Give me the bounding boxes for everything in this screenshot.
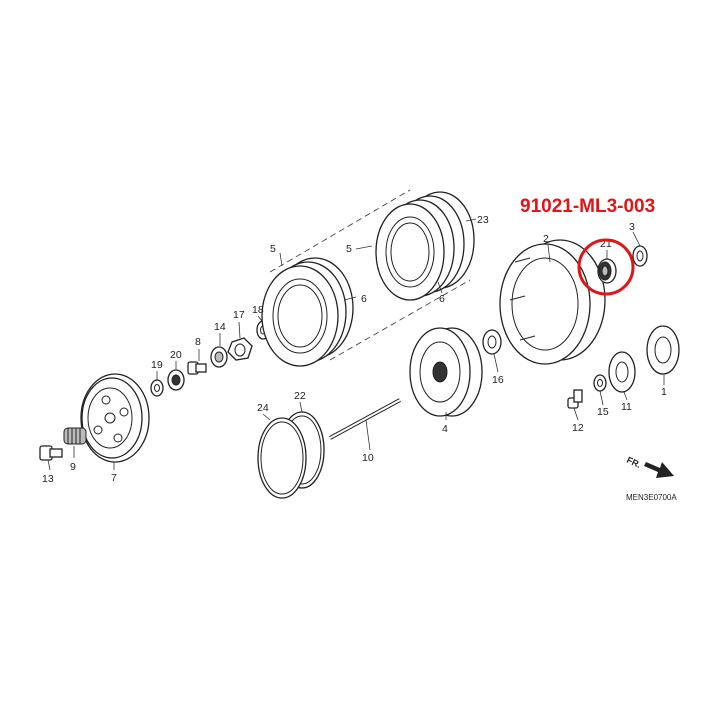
part-20-bearing[interactable] [167, 369, 185, 391]
callout-15: 15 [597, 406, 609, 418]
callout-2: 2 [543, 233, 549, 245]
front-direction-arrow-icon [644, 462, 674, 478]
callout-13: 13 [42, 473, 54, 485]
part-1-gear[interactable] [646, 325, 680, 375]
part-5-6-23-rear-plate-stack[interactable] [375, 191, 475, 301]
part-11-gear[interactable] [608, 351, 636, 393]
part-9-spring[interactable] [63, 427, 87, 445]
callout-5b: 5 [346, 243, 352, 255]
part-5-6-front-plate-stack[interactable] [261, 257, 354, 367]
plate-guide-lines [269, 189, 471, 361]
callout-18: 18 [252, 304, 264, 316]
callout-9: 9 [70, 461, 76, 473]
part-13-bolt[interactable] [39, 445, 63, 461]
callout-11: 11 [621, 401, 632, 413]
callout-22: 22 [294, 390, 306, 402]
part-21-needle-bearing[interactable] [597, 258, 617, 284]
callout-19: 19 [151, 359, 163, 371]
part-12-bolt[interactable] [567, 389, 583, 409]
callout-17: 17 [233, 309, 245, 321]
part-8-lifter-piece[interactable] [187, 361, 207, 375]
part-17-lock-nut[interactable] [227, 337, 253, 361]
part-3-collar[interactable] [632, 245, 648, 267]
callout-6a: 6 [361, 293, 367, 305]
part-16-thrust-washer[interactable] [482, 329, 502, 355]
callout-8: 8 [195, 336, 201, 348]
callout-3: 3 [629, 221, 635, 233]
callout-21: 21 [600, 238, 612, 250]
callout-1: 1 [661, 386, 667, 398]
callout-14: 14 [214, 321, 226, 333]
callout-10: 10 [362, 452, 374, 464]
diagram-code: MEN3E0700A [626, 493, 677, 502]
callout-24: 24 [257, 402, 269, 414]
part-7-pressure-plate[interactable] [80, 373, 150, 463]
part-19-washer[interactable] [150, 379, 164, 397]
callout-7: 7 [111, 472, 117, 484]
front-direction-indicator: FR. [625, 455, 674, 478]
highlight-circle [577, 238, 635, 296]
part-2-clutch-outer[interactable] [499, 239, 606, 365]
part-4-clutch-center[interactable] [409, 327, 483, 417]
callout-23: 23 [477, 214, 489, 226]
highlighted-part-number: 91021-ML3-003 [520, 196, 655, 217]
callout-12: 12 [572, 422, 584, 434]
callout-4: 4 [442, 423, 448, 435]
part-15-washer[interactable] [593, 374, 607, 392]
callout-6b: 6 [439, 293, 445, 305]
leader-lines [47, 218, 665, 471]
callout-20: 20 [170, 349, 182, 361]
part-24-o-ring[interactable] [257, 417, 307, 499]
front-direction-label: FR. [625, 455, 642, 470]
part-10-push-rod[interactable] [329, 398, 401, 440]
callout-5a: 5 [270, 243, 276, 255]
callout-numbers: 1 2 3 4 5 5 6 6 7 8 9 10 11 12 13 14 15 … [42, 214, 667, 485]
callout-16: 16 [492, 374, 504, 386]
part-14-nut[interactable] [210, 346, 228, 368]
